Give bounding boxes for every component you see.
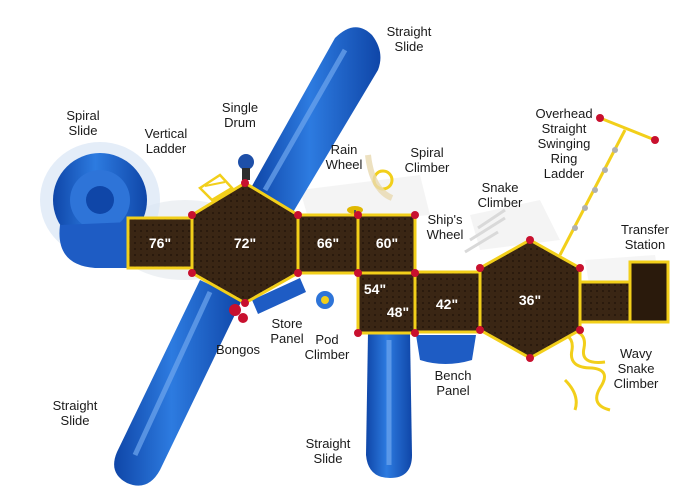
deck-60-label: 60" — [376, 235, 398, 251]
label-straight-slide-bottom: Straight Slide — [305, 436, 351, 466]
label-overhead-ladder: Overhead Straight Swinging Ring Ladder — [535, 106, 593, 181]
label-pod-climber: Pod Climber — [304, 332, 350, 362]
deck-height-labels: 76" 72" 66" 60" 54" 48" 42" 36" — [149, 235, 541, 320]
label-single-drum: Single Drum — [221, 100, 259, 130]
bongos — [229, 304, 248, 323]
spiral-climber — [365, 154, 394, 201]
label-store-panel: Store Panel — [270, 316, 304, 346]
deck-76-label: 76" — [149, 235, 171, 251]
label-transfer-station: Transfer Station — [621, 222, 669, 252]
straight-slide-bottom — [366, 333, 412, 478]
straight-slide-top — [252, 27, 381, 214]
label-wavy-snake-climber: Wavy Snake Climber — [613, 346, 659, 391]
label-straight-slide-top: Straight Slide — [386, 24, 432, 54]
label-spiral-climber: Spiral Climber — [404, 145, 450, 175]
label-snake-climber: Snake Climber — [477, 180, 523, 210]
vertical-ladder — [198, 173, 234, 202]
deck-48-label: 48" — [387, 304, 409, 320]
label-straight-slide-left: Straight Slide — [52, 398, 98, 428]
deck-66-label: 66" — [317, 235, 339, 251]
deck-posts — [188, 179, 584, 362]
bench-panel — [416, 335, 476, 364]
deck-42-label: 42" — [436, 296, 458, 312]
overhead-ladder — [558, 114, 659, 256]
deck-72-label: 72" — [234, 235, 256, 251]
label-spiral-slide: Spiral Slide — [66, 108, 100, 138]
label-bongos: Bongos — [215, 342, 261, 357]
store-panel — [252, 278, 306, 314]
label-vertical-ladder: Vertical Ladder — [144, 126, 188, 156]
deck-36-label: 36" — [519, 292, 541, 308]
pod-climber — [316, 291, 334, 309]
deck-54-label: 54" — [364, 281, 386, 297]
straight-slide-left — [114, 280, 242, 486]
label-ships-wheel: Ship's Wheel — [426, 212, 464, 242]
spiral-slide — [40, 142, 160, 268]
snake-climber — [464, 208, 506, 254]
single-drum — [238, 154, 254, 180]
deck-frames — [126, 181, 670, 360]
label-rain-wheel: Rain Wheel — [325, 142, 363, 172]
label-bench-panel: Bench Panel — [434, 368, 472, 398]
